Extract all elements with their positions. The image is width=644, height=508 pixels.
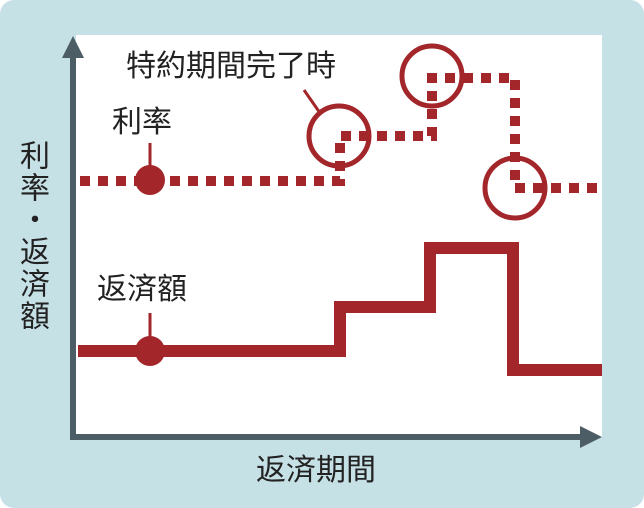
y-axis-arrow-icon	[62, 36, 84, 58]
term-end-circle-2	[399, 43, 465, 109]
term-end-label: 特約期間完了時	[126, 49, 336, 84]
term-end-circle-1	[306, 103, 372, 169]
y-axis-label: 利率・返済額	[14, 140, 49, 332]
rate-label: 利率	[112, 105, 172, 140]
payment-marker	[135, 336, 165, 366]
rate-marker	[135, 165, 165, 195]
x-axis-label: 返済期間	[256, 453, 376, 488]
payment-line	[78, 242, 602, 376]
x-axis-arrow-icon	[580, 426, 602, 448]
note-leader-line	[302, 89, 322, 114]
term-end-circle-3	[482, 155, 548, 221]
plot-area	[76, 35, 602, 437]
payment-label: 返済額	[97, 272, 187, 307]
